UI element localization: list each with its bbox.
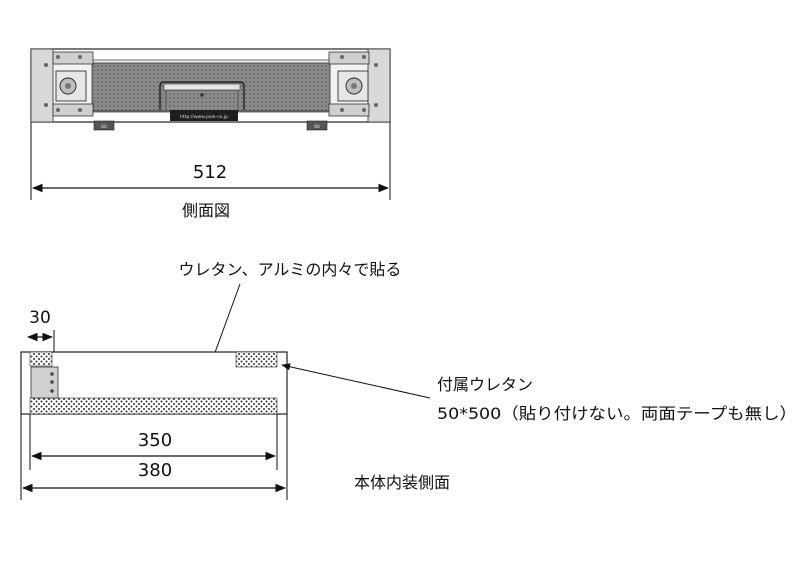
side-view-caption: 側面図 [182,201,230,220]
left-wall-urethane [29,351,53,367]
dimension-512 [30,122,391,200]
dimension-380 [20,414,288,500]
accessory-title: 付属ウレタン [437,375,533,394]
top-note: ウレタン、アルミの内々で貼る [179,260,402,279]
dimension-512-label: 512 [193,162,227,183]
handle-plate-text: http://www.pole-co.jp [180,114,228,120]
bottom-urethane [29,397,278,415]
top-right-urethane [235,351,278,368]
handle-plate [170,110,238,121]
dimension-30-label: 30 [29,308,51,328]
right-corner-hardware [328,48,391,123]
right-foot-text: 60 [314,124,320,130]
case-handle [159,81,245,110]
right-foot [306,120,328,131]
dimension-350 [29,414,278,470]
corner-bracket [30,366,59,399]
interior-case [20,351,288,415]
left-corner-hardware [30,48,94,123]
dimension-380-label: 380 [138,460,172,481]
left-foot [93,120,115,131]
interior-view-caption: 本体内装側面 [354,473,450,492]
accessory-leader [281,363,431,399]
dimension-350-label: 350 [138,430,172,451]
side-view-case: http://www.pole-co.jp 60 60 [30,48,391,131]
accessory-detail: 50*500（貼り付けない。両面テープも無し） [437,404,797,423]
left-foot-text: 60 [101,124,107,130]
